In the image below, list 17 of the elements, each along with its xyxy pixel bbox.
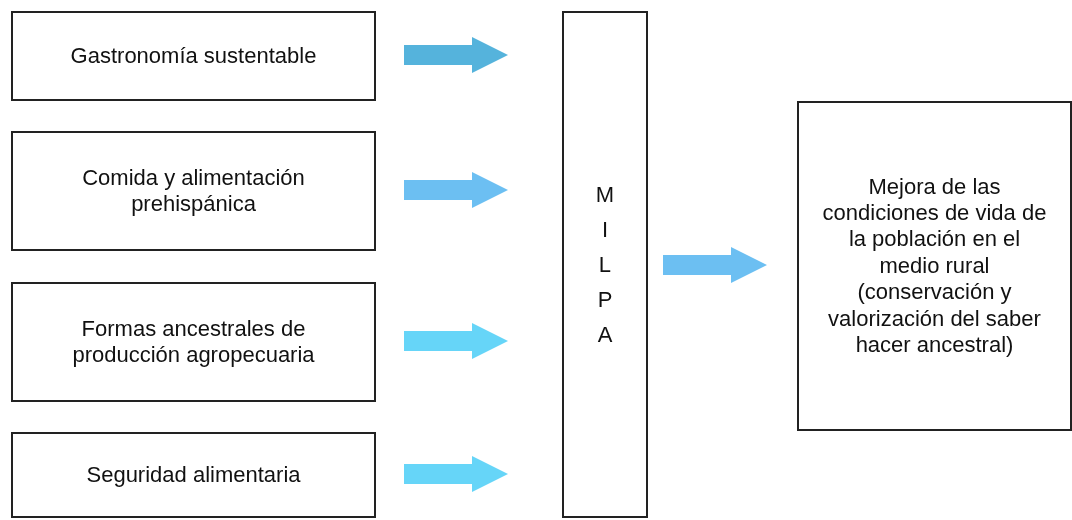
process-box [11, 282, 376, 402]
block-arrow [404, 456, 508, 492]
process-box [797, 101, 1072, 431]
node-label: Gastronomía sustentable [70, 42, 317, 70]
node-label: Formas ancestrales de producción agropecuaria [71, 315, 316, 369]
process-box [11, 432, 376, 518]
node-label: Comida y alimentación prehispánica [81, 164, 306, 218]
block-arrow [663, 247, 767, 283]
vertical-label-box [562, 11, 648, 518]
node-label: Mejora de las condiciones de vida de la población en el medio rural (conservación y valorización del saber hacer ancestral) [821, 173, 1048, 359]
process-box [11, 131, 376, 251]
node-label: Seguridad alimentaria [86, 461, 301, 489]
block-arrow [404, 172, 508, 208]
node-label: MILPA [595, 180, 615, 350]
block-arrow [404, 37, 508, 73]
process-box [11, 11, 376, 101]
block-arrow [404, 323, 508, 359]
